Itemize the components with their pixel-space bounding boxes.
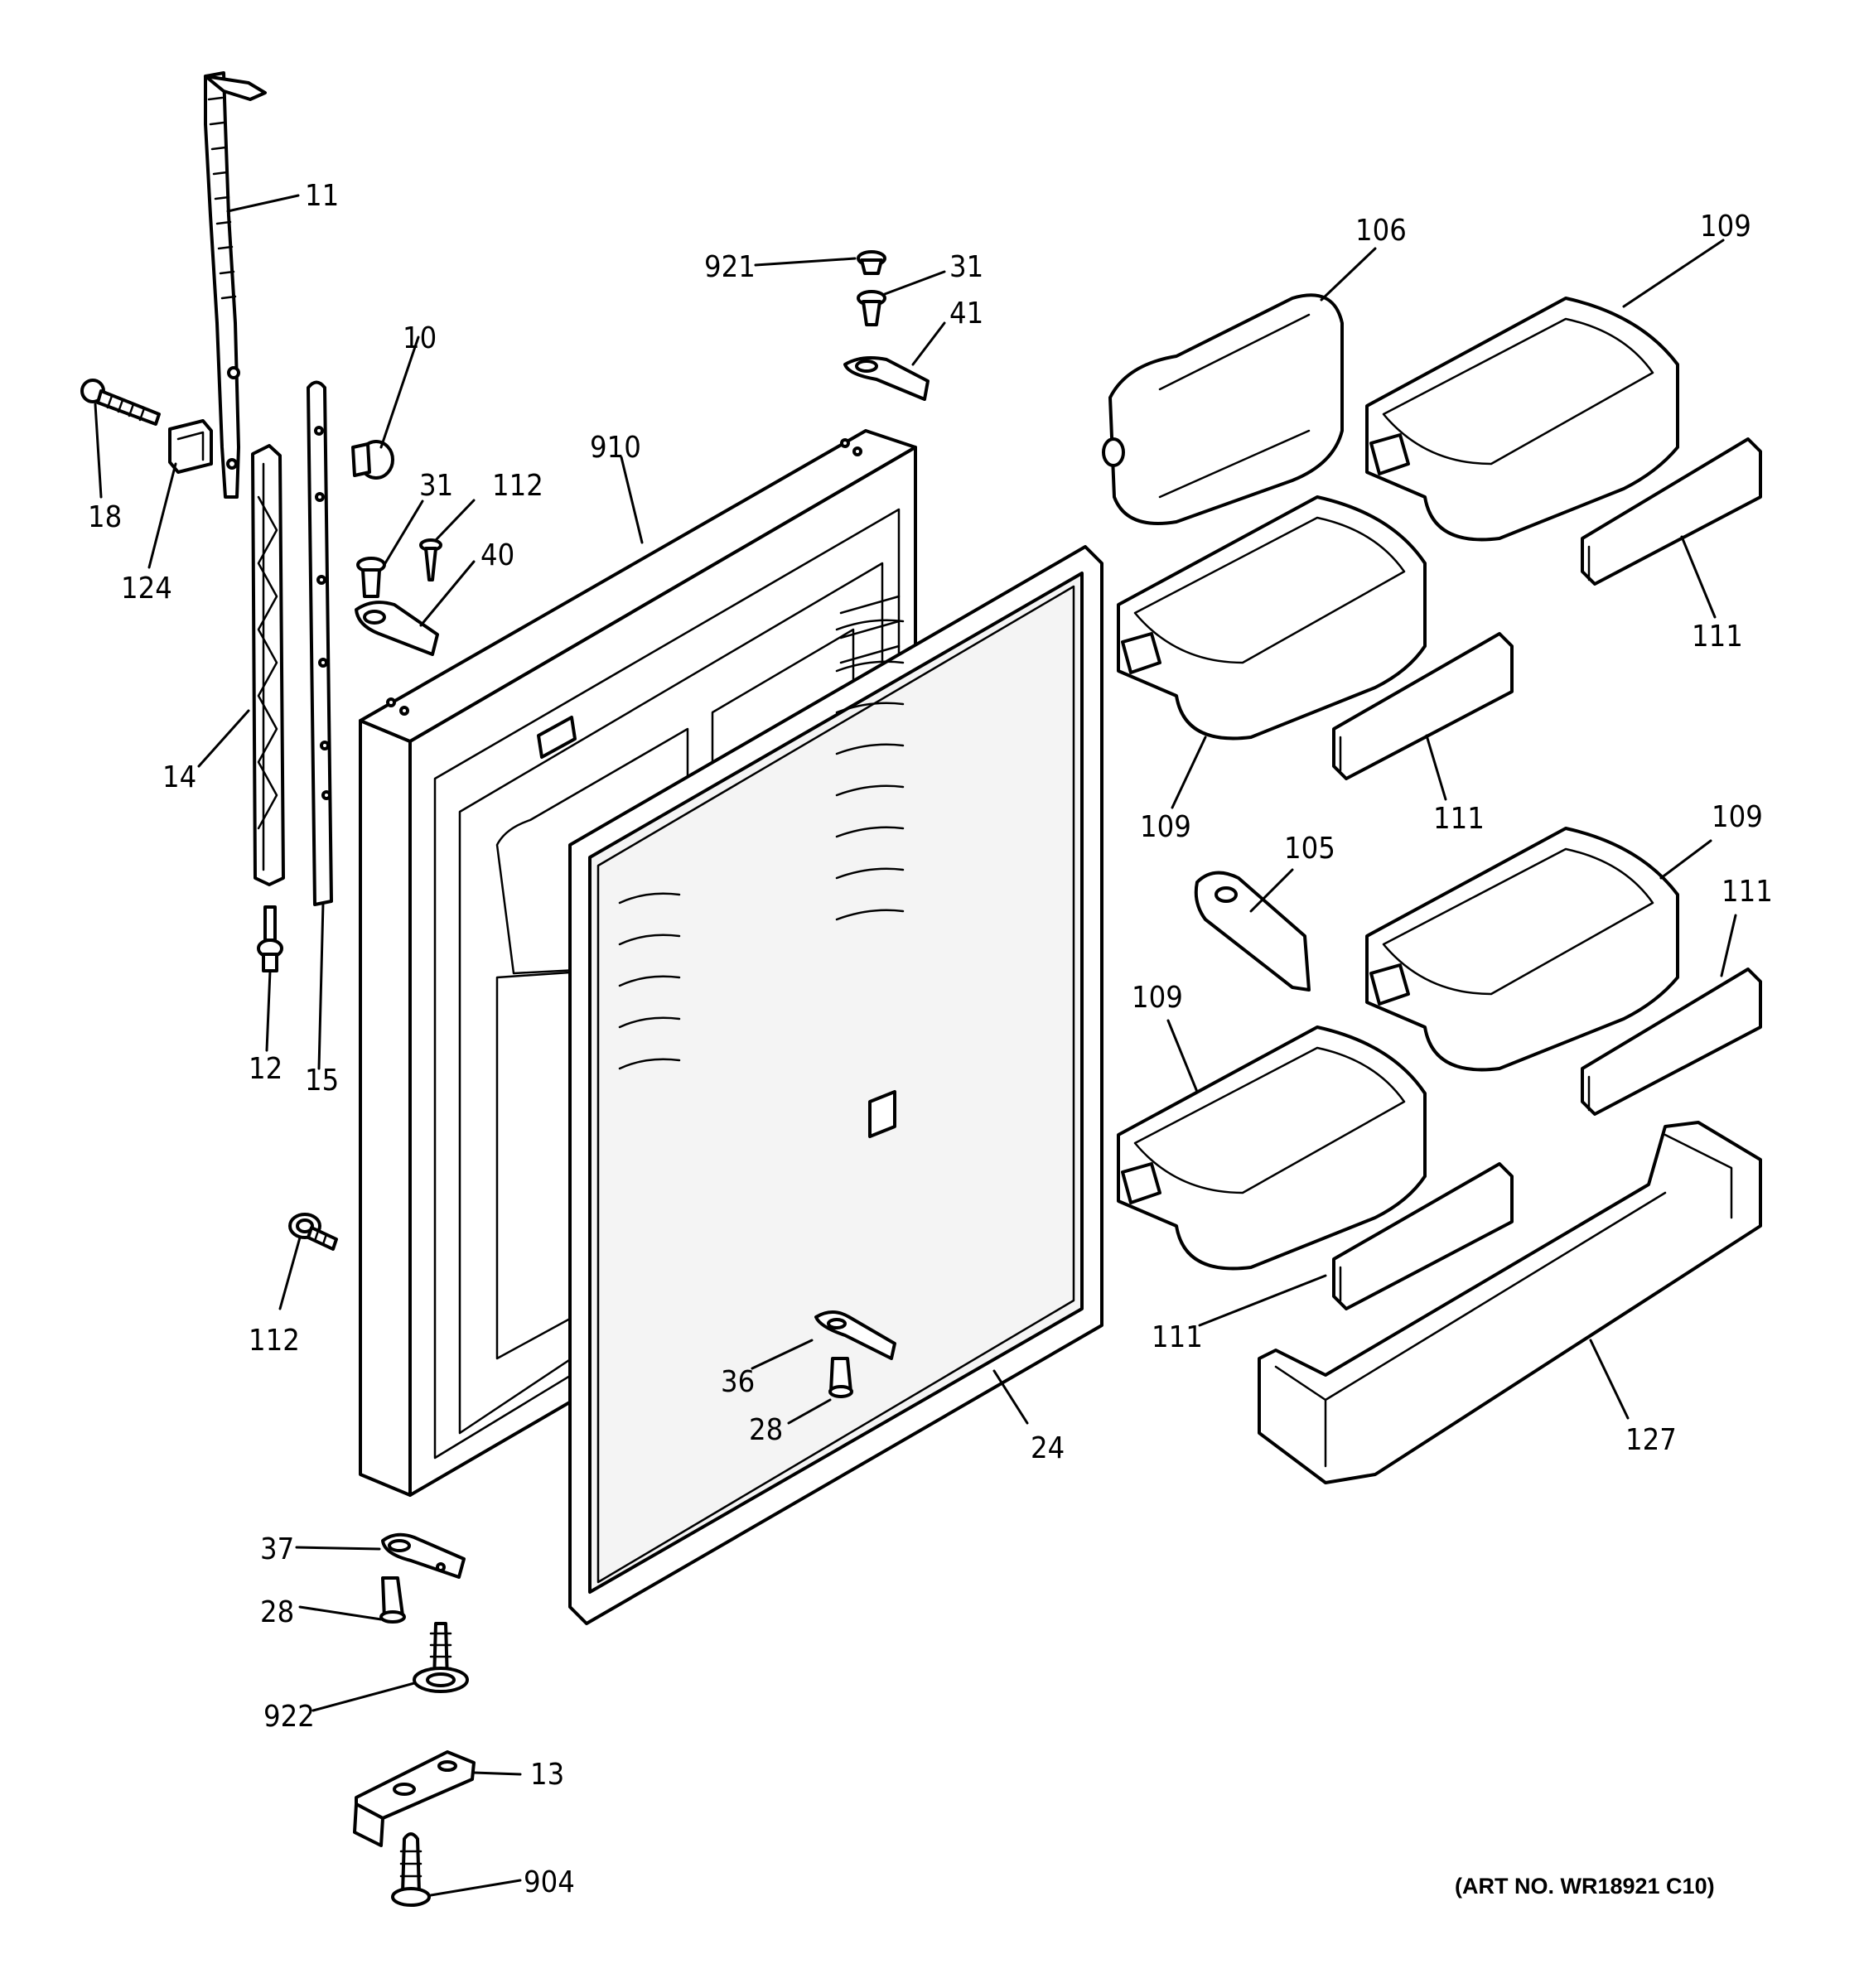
label-106: 106 — [1355, 214, 1407, 248]
part-bin-109c — [1365, 827, 1679, 1072]
label-904: 904 — [524, 1865, 575, 1899]
art-number: (ART NO. WR18921 C10) — [1455, 1874, 1715, 1899]
label-127: 127 — [1625, 1423, 1677, 1457]
part-bin-109b — [1117, 495, 1427, 741]
part-bushing-31b — [857, 290, 886, 326]
label-31a: 31 — [419, 469, 453, 503]
label-111c: 111 — [1722, 875, 1773, 909]
label-124: 124 — [121, 572, 172, 606]
part-bushing-28b — [379, 1576, 406, 1624]
part-hinge-41 — [843, 356, 930, 401]
label-109b: 109 — [1140, 810, 1191, 844]
label-111d: 111 — [1152, 1320, 1203, 1354]
callout-labels: 11 18 124 10 31 112 40 910 921 31 41 14 … — [88, 179, 1773, 1899]
part-hinge-40 — [355, 601, 439, 656]
part-bin-109a — [1365, 297, 1679, 542]
part-retainer-111d — [1332, 1162, 1514, 1310]
part-trim-15 — [307, 380, 333, 906]
label-10: 10 — [403, 321, 437, 355]
label-105: 105 — [1284, 832, 1335, 866]
label-109a: 109 — [1700, 210, 1751, 244]
door-dike-bumps — [618, 619, 905, 1070]
part-gasket-24 — [568, 545, 1103, 1625]
part-divider-105 — [1194, 871, 1311, 992]
label-922: 922 — [263, 1700, 315, 1734]
part-hinge-37 — [381, 1532, 466, 1579]
label-111a: 111 — [1692, 620, 1743, 654]
part-pin-922 — [413, 1622, 469, 1693]
label-14: 14 — [162, 760, 196, 794]
part-screw-112b — [288, 1213, 338, 1251]
part-bushing-28a — [828, 1357, 853, 1398]
part-retainer-111a — [1581, 437, 1762, 586]
part-hinge-36 — [814, 1310, 896, 1360]
part-screw-112a — [419, 538, 442, 581]
part-handle — [204, 71, 267, 499]
part-clip-124 — [168, 419, 213, 474]
label-109c: 109 — [1712, 800, 1763, 834]
label-28b: 28 — [260, 1595, 294, 1629]
label-112b: 112 — [249, 1324, 300, 1358]
label-18: 18 — [88, 500, 122, 534]
part-screw-18 — [80, 379, 161, 426]
label-28a: 28 — [749, 1413, 783, 1447]
part-bracket-14 — [251, 444, 285, 886]
label-37: 37 — [260, 1532, 294, 1566]
part-retainer-111c — [1581, 967, 1762, 1116]
part-bin-127 — [1258, 1121, 1762, 1484]
label-109d: 109 — [1132, 981, 1183, 1015]
part-retainer-111b — [1332, 632, 1514, 780]
part-cap-921 — [857, 250, 886, 275]
label-40: 40 — [480, 538, 514, 572]
part-dairy-cover-106 — [1102, 293, 1344, 525]
part-screw-12 — [257, 905, 283, 972]
part-plug-10 — [351, 440, 394, 480]
label-31b: 31 — [949, 250, 983, 284]
label-15: 15 — [305, 1064, 339, 1098]
part-screw-904 — [391, 1832, 431, 1907]
part-bushing-31a — [356, 557, 386, 598]
part-bin-109d — [1117, 1025, 1427, 1271]
door-shelf-ribs — [839, 595, 901, 689]
leader-lines — [94, 194, 1737, 1897]
label-13: 13 — [530, 1758, 564, 1792]
label-24: 24 — [1031, 1431, 1065, 1465]
label-111b: 111 — [1433, 802, 1485, 836]
label-11: 11 — [305, 179, 339, 213]
label-921: 921 — [704, 250, 756, 284]
label-910: 910 — [590, 431, 641, 465]
label-112a: 112 — [492, 469, 543, 503]
label-12: 12 — [249, 1052, 282, 1086]
label-41: 41 — [949, 297, 983, 331]
label-36: 36 — [721, 1365, 755, 1399]
part-hinge-13 — [353, 1750, 476, 1847]
